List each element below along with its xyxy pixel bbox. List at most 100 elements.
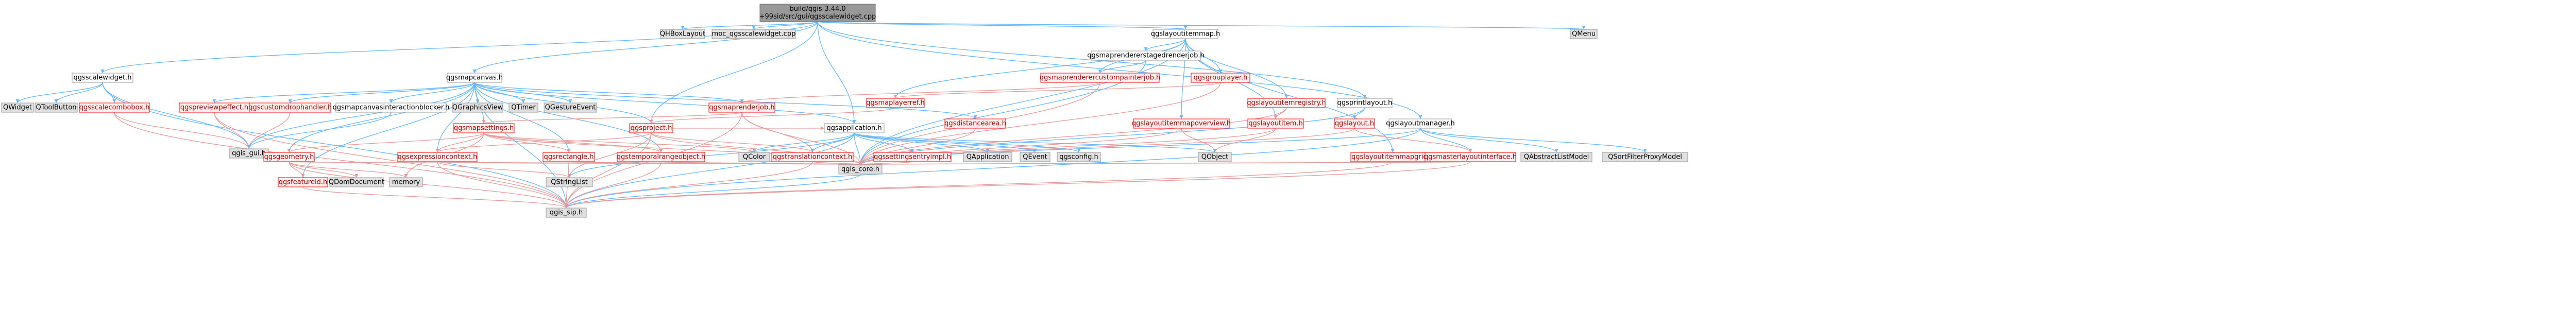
edge-qgstranslationcontext-to-qgis_sip xyxy=(566,161,813,209)
node-qevent[interactable]: QEvent xyxy=(1020,152,1050,162)
node-qdomdocument[interactable]: QDomDocument xyxy=(329,177,384,187)
node-label-qgspreviewe: qgspreviewpeffect.h xyxy=(180,104,248,112)
node-qwidget[interactable]: QWidget xyxy=(1,102,34,113)
node-label-qgis_gui: qgis_gui.h xyxy=(232,150,266,158)
node-qtoolbutton[interactable]: QToolButton xyxy=(35,102,78,113)
node-qgsmasterlayoutinterface[interactable]: qgsmasterlayoutinterface.h xyxy=(1424,152,1517,162)
edge-qgstemporalrangeobject-to-qgis_core xyxy=(660,161,861,165)
node-qgsapplication[interactable]: qgsapplication.h xyxy=(824,123,885,133)
node-qgsexpressioncontext[interactable]: qgsexpressioncontext.h xyxy=(397,152,478,162)
node-qgslayoutitemmapgrid[interactable]: qgslayoutitemmapgrid.h xyxy=(1350,152,1435,162)
edge-qgslayoutmanager-to-qsortfilterproxymodel xyxy=(1420,128,1646,153)
node-qgsmaprenderjob[interactable]: qgsmaprenderjob.h xyxy=(708,102,775,113)
edge-qgsgeometry-to-qgis_sip xyxy=(289,161,567,209)
arrowhead-qgsmaplayerref-to-qgsproject xyxy=(649,120,653,124)
node-qgslayoutitemregistry[interactable]: qgslayoutitemregistry.h xyxy=(1247,98,1326,108)
node-qgsfeatureid[interactable]: qgsfeatureid.h xyxy=(278,177,328,187)
edge-qgsproject-to-qgstranslationcontext xyxy=(651,132,813,153)
edge-qgsproject-to-qgsexpressioncontext xyxy=(437,132,652,153)
node-label-qgstranslationcontext: qgstranslationcontext.h xyxy=(773,153,853,161)
edge-qgsfeatureid-to-qgis_sip xyxy=(302,186,567,209)
node-qgsmapsettings[interactable]: qgsmapsettings.h xyxy=(453,123,515,133)
node-box-qgsproject xyxy=(629,123,673,133)
edge-root-to-qgsproject xyxy=(651,21,818,124)
node-qgslayoutitemmapoverview[interactable]: qgslayoutitemmapoverview.h xyxy=(1132,118,1231,129)
node-label-qgsgrouplayer: qgsgrouplayer.h xyxy=(1194,74,1248,82)
node-qgsprintlayout[interactable]: qgsprintlayout.h xyxy=(1337,98,1393,108)
node-label-qgraphicsview: QGraphicsView xyxy=(452,104,503,112)
edge-qgsexpressioncontext-to-qstringlist xyxy=(437,161,570,178)
node-box-qgsprintlayout xyxy=(1337,98,1393,108)
node-label-qgslayoutitemmapoverview: qgslayoutitemmapoverview.h xyxy=(1132,120,1231,128)
arrowhead-root-to-qgslayoutitemmap xyxy=(1183,26,1188,29)
node-box-qgslayoutitemmap xyxy=(1153,29,1218,39)
node-qgsrectangle[interactable]: qgsrectangle.h xyxy=(543,152,595,162)
node-qgsscalewidget[interactable]: qgsscalewidget.h xyxy=(72,73,133,83)
edge-qgsapplication-to-qstringlist xyxy=(569,132,855,178)
node-box-moc xyxy=(711,29,796,39)
edge-qgslayoutitemregistry-to-qgslayoutitem xyxy=(1275,107,1287,119)
arrowhead-root-to-qgsmapcanvas xyxy=(472,70,477,73)
node-qmenu[interactable]: QMenu xyxy=(1570,29,1598,39)
node-qsortfilterproxymodel[interactable]: QSortFilterProxyModel xyxy=(1602,152,1688,162)
node-qgssettingsentryimpl[interactable]: qgssettingsentryimpl.h xyxy=(873,152,952,162)
node-qgsscalecombobox[interactable]: qgsscalecombobox.h xyxy=(79,102,150,113)
node-qgsmapcanvasinteractionblocker[interactable]: qgsmapcanvasinteractionblocker.h xyxy=(333,102,450,113)
node-qapplication[interactable]: QApplication xyxy=(963,152,1012,162)
node-box-qwidget xyxy=(1,102,34,113)
node-qgsgrouplayer[interactable]: qgsgrouplayer.h xyxy=(1191,73,1250,83)
edge-qgsgrouplayer-to-qgis_core xyxy=(860,82,1221,165)
node-qgstranslationcontext[interactable]: qgstranslationcontext.h xyxy=(771,152,854,162)
node-qgslayout[interactable]: qgslayout.h xyxy=(1334,118,1375,129)
edge-qgslayoutitemmapgrid-to-qgis_sip xyxy=(566,161,1393,209)
arrowhead-qgslayoutitemmap-to-qgslayoutitemmapgrid xyxy=(1391,149,1395,152)
edge-qgsdistancearea-to-qgis_core xyxy=(860,128,976,165)
node-qgsdistancearea[interactable]: qgsdistancearea.h xyxy=(944,118,1006,129)
node-qgsconfig[interactable]: qgsconfig.h xyxy=(1057,152,1101,162)
node-qgis_gui[interactable]: qgis_gui.h xyxy=(229,148,269,159)
node-qgslayoutitem[interactable]: qgslayoutitem.h xyxy=(1247,118,1304,129)
edge-qgslayoutmanager-to-qabstractlistmodel xyxy=(1420,128,1557,153)
edge-qgsscalewidget-to-qwidget xyxy=(17,82,103,103)
node-qobject[interactable]: QObject xyxy=(1198,152,1232,162)
node-label-qgsapplication: qgsapplication.h xyxy=(826,125,882,132)
node-qgsmapcanvas[interactable]: qgsmapcanvas.h xyxy=(446,73,503,83)
node-qgslayoutitemmap[interactable]: qgslayoutitemmap.h xyxy=(1151,29,1220,39)
node-qgsmaprenderercustompainterjob[interactable]: qgsmaprenderercustompainterjob.h xyxy=(1040,73,1160,83)
node-qgestureevent[interactable]: QGestureEvent xyxy=(544,102,597,113)
arrowhead-qgsproject-to-qgsapplication xyxy=(821,126,824,130)
node-root[interactable]: build/qgis-3.44.0+99sid/src/gui/qgsscale… xyxy=(759,4,876,22)
node-qabstractlistmodel[interactable]: QAbstractListModel xyxy=(1520,152,1592,162)
node-qgspreviewe[interactable]: qgspreviewpeffect.h xyxy=(179,102,250,113)
node-box-qgsdistancearea xyxy=(944,118,1006,129)
node-box-qgstemporalrangeobject xyxy=(617,152,705,162)
edge-qgsscalewidget-to-qgis_gui xyxy=(102,82,249,149)
node-qstringlist[interactable]: QStringList xyxy=(546,177,593,187)
node-box-qtoolbutton xyxy=(35,102,78,113)
node-box-qcolor xyxy=(738,152,770,162)
node-qgscustomdrophandler[interactable]: qgscustomdrophandler.h xyxy=(248,102,332,113)
node-qgis_sip[interactable]: qgis_sip.h xyxy=(546,208,587,218)
node-qcolor[interactable]: QColor xyxy=(738,152,770,162)
node-memory[interactable]: memory xyxy=(389,177,423,187)
arrowhead-qgslayoutitemmap-to-qgslayoutitemregistry xyxy=(1284,95,1289,98)
node-qhboxlayout[interactable]: QHBoxLayout xyxy=(660,29,705,39)
node-qgis_core[interactable]: qgis_core.h xyxy=(838,164,883,175)
node-box-qgssettingsentryimpl xyxy=(873,152,952,162)
node-qgslayoutmanager[interactable]: qgslayoutmanager.h xyxy=(1386,118,1455,129)
node-box-qgstranslationcontext xyxy=(771,152,854,162)
node-label-qobject: QObject xyxy=(1201,153,1229,161)
edge-qgsmapcanvasinteractionblocker-to-qgis_gui xyxy=(248,112,392,149)
node-qgsmaplayerref[interactable]: qgsmaplayerref.h xyxy=(866,98,925,108)
node-qgraphicsview[interactable]: QGraphicsView xyxy=(452,102,503,113)
arrowhead-qgsgeometry-to-memory xyxy=(404,174,408,178)
node-qgstemporalrangeobject[interactable]: qgstemporalrangeobject.h xyxy=(617,152,705,162)
node-qgsproject[interactable]: qgsproject.h xyxy=(629,123,673,133)
edge-root-to-qgsscalewidget xyxy=(102,21,818,74)
node-qgsgeometry[interactable]: qgsgeometry.h xyxy=(263,152,315,162)
node-moc[interactable]: moc_qgsscalewidget.cpp xyxy=(711,29,796,39)
node-qgsmaprendererstagedrenderjob[interactable]: qgsmaprendererstagedrenderjob.h xyxy=(1087,50,1205,61)
node-qtimer[interactable]: QTimer xyxy=(509,102,538,113)
node-label-root: build/qgis-3.44.0 xyxy=(789,5,845,13)
node-box-qsortfilterproxymodel xyxy=(1602,152,1688,162)
